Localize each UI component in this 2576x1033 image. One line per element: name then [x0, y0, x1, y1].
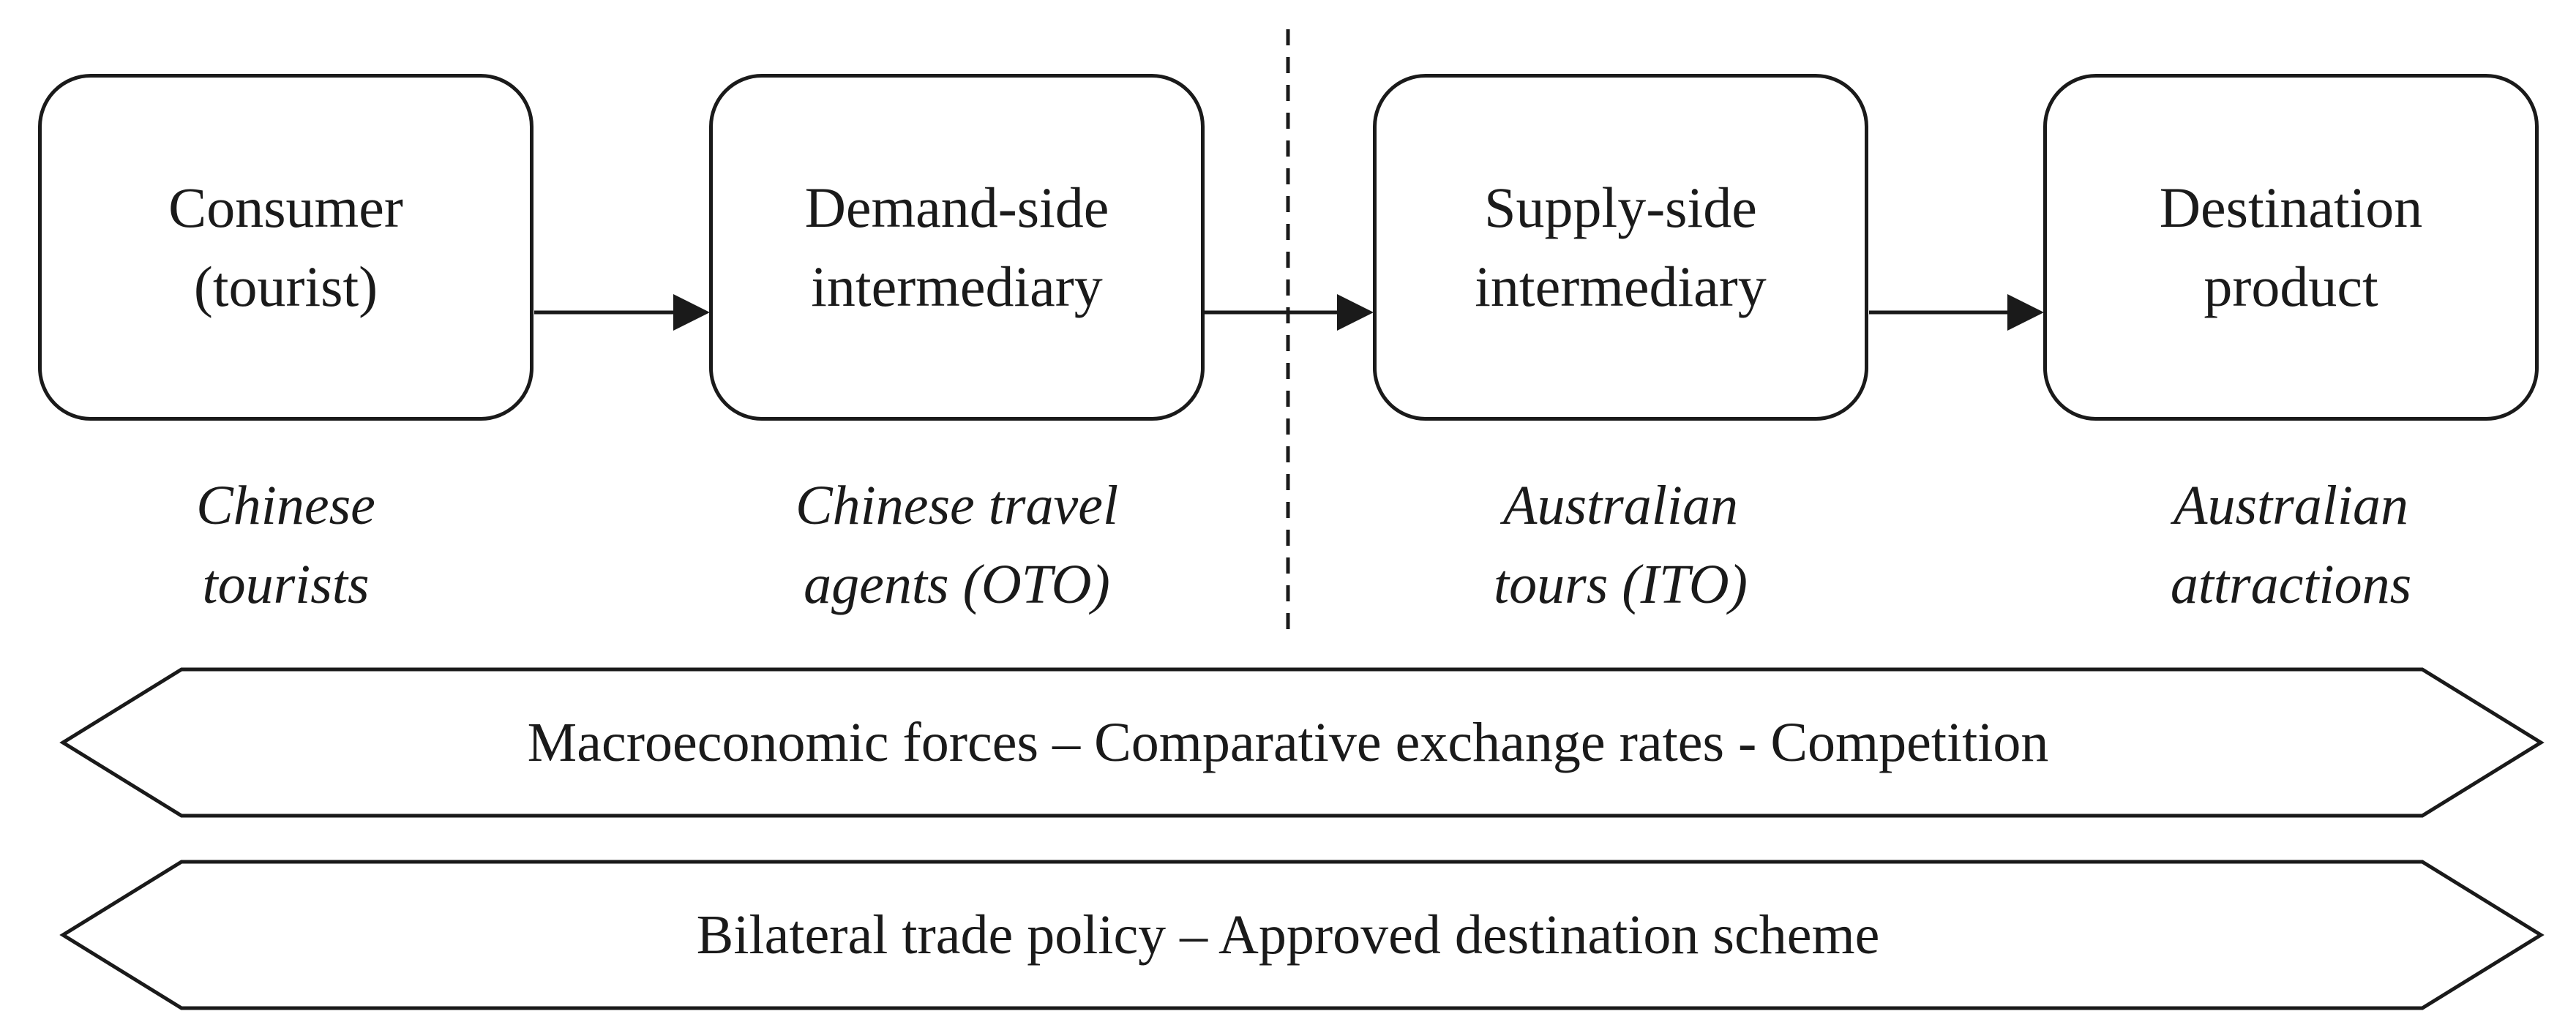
node-consumer: Consumer (tourist) — [38, 74, 533, 421]
arrow-consumer-to-demand — [534, 294, 710, 331]
band-bilateral-shape — [59, 860, 2545, 1010]
caption-destination: Australian attractions — [2043, 466, 2539, 624]
caption-destination-line-1: Australian — [2174, 475, 2408, 536]
node-supply-side-intermediary: Supply-side intermediary — [1373, 74, 1868, 421]
arrow-demand-to-supply — [1205, 294, 1374, 331]
caption-supply-side: Australian tours (ITO) — [1373, 466, 1868, 624]
caption-supply-side-line-2: tours (ITO) — [1494, 554, 1748, 615]
node-destination-line-2: product — [2204, 255, 2378, 318]
node-consumer-line-2: (tourist) — [193, 255, 378, 318]
node-supply-side-line-1: Supply-side — [1484, 176, 1757, 239]
node-demand-side-intermediary: Demand-side intermediary — [709, 74, 1205, 421]
caption-consumer-line-1: Chinese — [196, 475, 375, 536]
caption-demand-side: Chinese travel agents (OTO) — [709, 466, 1205, 624]
caption-demand-side-line-2: agents (OTO) — [804, 554, 1110, 615]
caption-consumer: Chinese tourists — [38, 466, 533, 624]
caption-supply-side-line-1: Australian — [1503, 475, 1738, 536]
node-consumer-line-1: Consumer — [168, 176, 403, 239]
caption-demand-side-line-1: Chinese travel — [795, 475, 1119, 536]
caption-consumer-line-2: tourists — [202, 554, 370, 615]
arrow-supply-to-destination — [1869, 294, 2044, 331]
node-demand-side-line-2: intermediary — [811, 255, 1103, 318]
node-destination-product: Destination product — [2043, 74, 2539, 421]
caption-destination-line-2: attractions — [2170, 554, 2412, 615]
band-macroeconomic-shape — [59, 667, 2545, 818]
node-demand-side-line-1: Demand-side — [804, 176, 1109, 239]
band-bilateral-label: Bilateral trade policy – Approved destin… — [696, 904, 1880, 966]
band-macroeconomic-label: Macroeconomic forces – Comparative excha… — [527, 712, 2049, 773]
node-destination-line-1: Destination — [2159, 176, 2423, 239]
node-supply-side-line-2: intermediary — [1475, 255, 1767, 318]
